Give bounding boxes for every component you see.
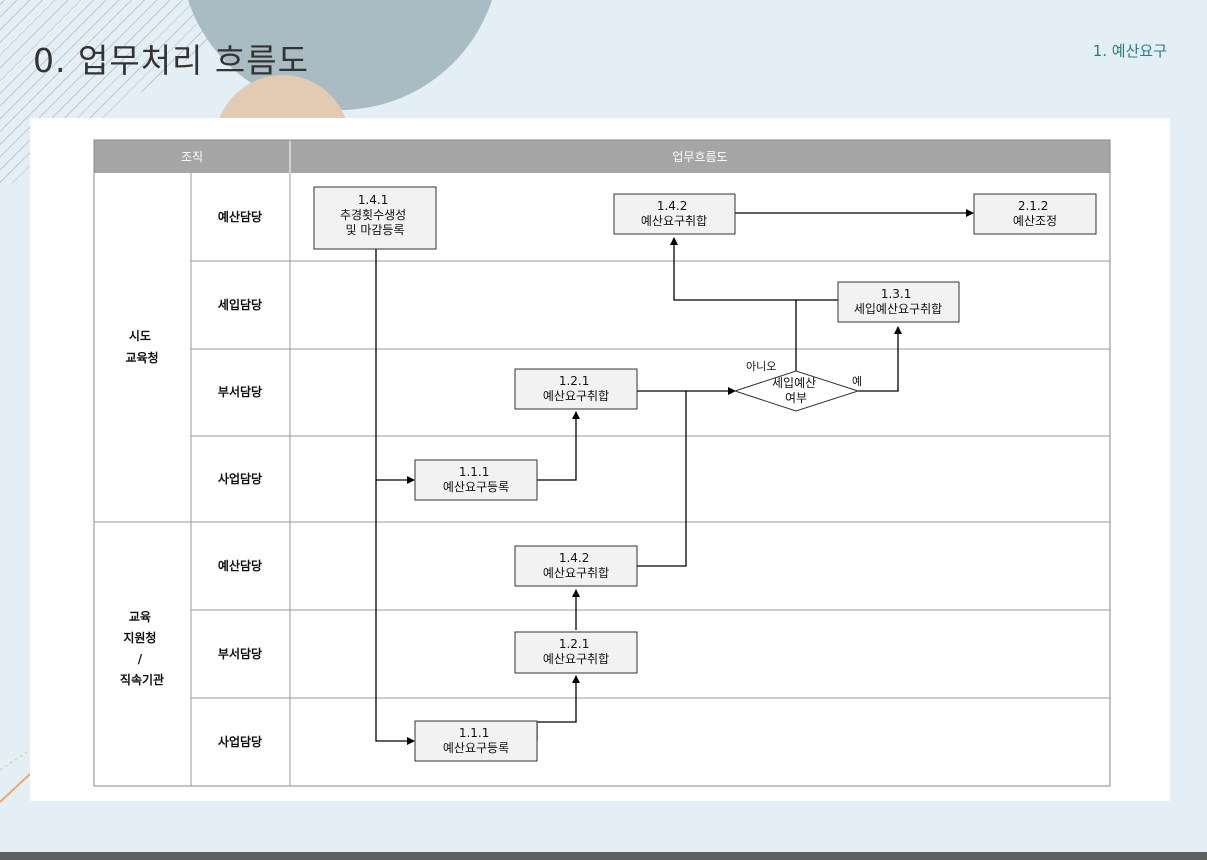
svg-text:1.3.1 세입예산요구취합: 1.3.1 세입예산요구취합 [854, 287, 942, 316]
org-header: 조직 [181, 150, 203, 164]
box-1-2-1-bottom: 1.2.1 예산요구취합 [514, 631, 638, 674]
org-header-cell [94, 140, 290, 173]
box-1-3-1: 1.3.1 세입예산요구취합 [837, 281, 960, 323]
flow-header: 업무흐름도 [672, 150, 727, 164]
flow-connectors [375, 209, 974, 745]
lane-label-5: 예산담당 [218, 558, 262, 573]
footer-bar [0, 852, 1207, 860]
svg-text:1.4.2 예산요구취합: 1.4.2 예산요구취합 [543, 551, 609, 580]
page-title: 0. 업무처리 흐름도 [33, 41, 309, 80]
box-1-4-1: 1.4.1 추경횟수생성 및 마감등록 [313, 186, 437, 250]
lane-label-6: 부서담당 [218, 646, 262, 661]
lane-label-4: 사업담당 [218, 471, 262, 486]
grid-border [93, 139, 1111, 787]
lane-label-3: 부서담당 [218, 384, 262, 399]
svg-text:1.1.1 예산요구등록: 1.1.1 예산요구등록 [443, 465, 509, 494]
svg-text:1.2.1 예산요구취합: 1.2.1 예산요구취합 [543, 374, 609, 403]
box-1-2-1-top: 1.2.1 예산요구취합 [514, 368, 638, 410]
box-1-1-1-top: 1.1.1 예산요구등록 [414, 459, 538, 501]
lane-label-7: 사업담당 [218, 734, 262, 749]
flow-header-cell [290, 140, 1110, 173]
lane-label-2: 세입담당 [218, 297, 262, 312]
svg-text:1.1.1 예산요구등록: 1.1.1 예산요구등록 [443, 726, 509, 755]
group-sido: 시도 교육청 [125, 329, 158, 365]
box-1-4-2-top: 1.4.2 예산요구취합 [613, 193, 736, 235]
box-2-1-2: 2.1.2 예산조정 [973, 193, 1097, 235]
group-jiwon: 교육 지원청 / 직속기관 [120, 609, 164, 687]
svg-text:1.4.1 추경횟수생성 및 마감등: 1.4.1 추경횟수생성 및 마감등록 [340, 193, 410, 237]
svg-text:2.1.2 예산조정: 2.1.2 예산조정 [1013, 199, 1057, 228]
svg-text:1.4.2 예산요구취합: 1.4.2 예산요구취합 [641, 199, 707, 228]
lane-label-1: 예산담당 [218, 209, 262, 224]
section-label: 1. 예산요구 [1092, 42, 1167, 60]
yes-label: 예 [852, 375, 862, 388]
box-1-4-2-bottom: 1.4.2 예산요구취합 [514, 545, 638, 587]
no-label: 아니오 [746, 360, 776, 373]
decision-diamond: 세입예산 여부 [733, 370, 860, 412]
svg-text:세입예산 여부: 세입예산 여부 [772, 376, 820, 405]
box-1-1-1-bottom: 1.1.1 예산요구등록 [414, 720, 538, 762]
svg-text:1.2.1 예산요구취합: 1.2.1 예산요구취합 [543, 637, 609, 666]
